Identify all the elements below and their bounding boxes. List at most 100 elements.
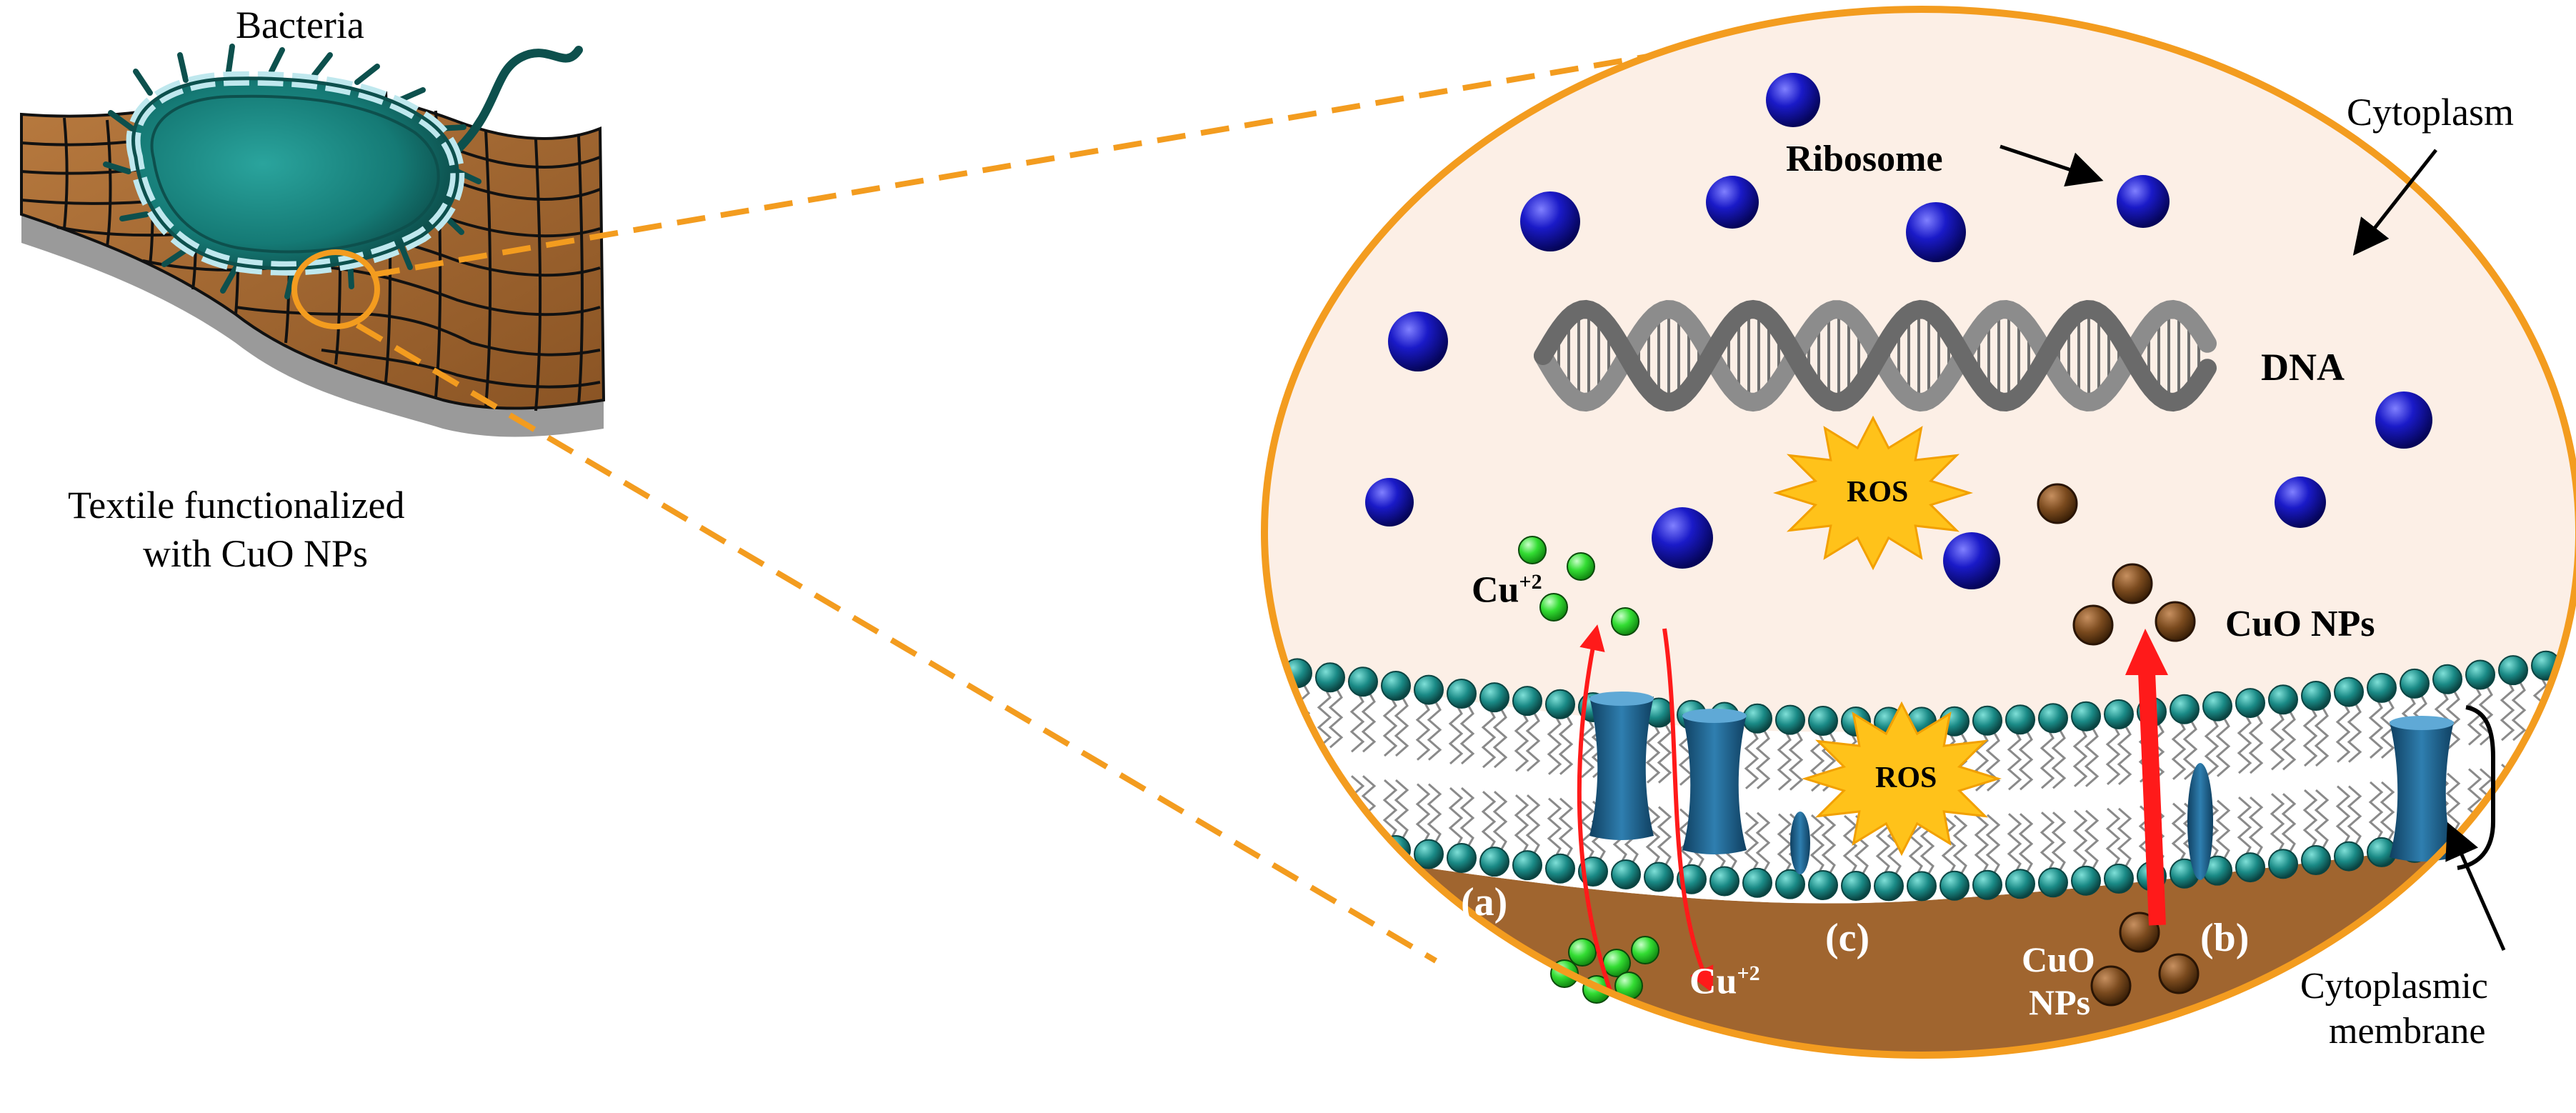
lipid-tail <box>2511 764 2527 825</box>
lipid-tail <box>2117 807 2132 869</box>
lipid-tail <box>2380 781 2395 843</box>
lipid-tail <box>1821 814 1837 876</box>
cuo-nanoparticle <box>2090 965 2132 1007</box>
lipid-tail <box>2150 805 2165 867</box>
lipid-head <box>2005 704 2035 735</box>
arrow-b-uptake <box>2125 629 2168 926</box>
lipid-tail <box>2007 729 2022 791</box>
lipid-tail <box>1361 691 1377 753</box>
ribosome <box>1766 73 1820 127</box>
cuo-nanoparticles <box>2037 483 2200 1007</box>
lipid-tail <box>2215 715 2231 777</box>
lipid-head <box>2038 867 2068 898</box>
bacterium-flagellum <box>453 46 583 154</box>
lipid-tail <box>1264 762 1278 824</box>
lipid-tail <box>1514 710 1529 772</box>
lipid-tail <box>2368 781 2384 843</box>
lipid-tail <box>2084 809 2100 872</box>
lipid-tail <box>2314 705 2330 767</box>
lipid-tail <box>1448 703 1464 765</box>
channel-3 <box>2390 722 2454 862</box>
membrane-channels <box>1589 692 2454 880</box>
lipid-tail <box>1744 728 1759 789</box>
cell-outline <box>1261 6 2576 1059</box>
cu-ion <box>1539 593 1568 622</box>
ribosome <box>1365 478 1414 526</box>
lipid-tail <box>1492 707 1508 769</box>
lipid-head <box>2235 688 2265 719</box>
lipid-head <box>1874 871 1904 902</box>
lipid-tail <box>2500 679 2515 742</box>
lipid-tail <box>1427 699 1442 761</box>
ribosomes <box>1365 73 2432 589</box>
lipid-head <box>1808 706 1838 737</box>
lipid-head <box>2531 814 2561 845</box>
label-textile-line2: with CuO NPs <box>143 532 369 575</box>
lipid-head <box>2005 869 2035 899</box>
lipid-tail <box>1941 814 1957 877</box>
lipid-tail <box>2314 789 2330 851</box>
channel-2 <box>1682 714 1747 854</box>
lipid-head <box>2268 849 2298 879</box>
lipid-head <box>1348 667 1378 697</box>
lipid-head <box>2268 684 2298 715</box>
cu-ion <box>1518 536 1547 564</box>
lipid-head <box>2498 655 2528 686</box>
lipid-tail <box>1492 791 1508 852</box>
ribosome <box>2275 476 2326 528</box>
lipid-tail <box>2532 759 2548 821</box>
lipid-tail <box>2248 796 2264 858</box>
lipid-tail <box>2302 705 2318 767</box>
lipid-tail <box>1558 797 1574 859</box>
lipid-tail <box>2040 812 2055 873</box>
lipid-head <box>1264 818 1279 849</box>
lipid-tail <box>2270 793 2285 854</box>
lipid-tail <box>1394 779 1409 841</box>
ribosome <box>1652 507 1713 569</box>
membrane-bracket <box>2457 705 2495 870</box>
lipid-head <box>1742 867 1772 898</box>
lipid-tail <box>1448 787 1464 849</box>
lipid-head <box>1315 827 1345 857</box>
lipid-head <box>2071 701 2101 732</box>
lipid-tail <box>2347 785 2362 847</box>
lipid-tail <box>1349 691 1365 753</box>
lipid-tail <box>1427 783 1442 845</box>
textile-shadow <box>21 214 604 437</box>
cuo-nanoparticle <box>2037 483 2078 524</box>
label-bacteria: Bacteria <box>236 4 364 46</box>
arrow-a-efflux <box>1577 624 1613 994</box>
label-cu-outside: Cu+2 <box>1689 961 1760 1002</box>
lipid-tail <box>2302 789 2318 851</box>
lipid-tail <box>1481 791 1497 852</box>
arrow-a-influx <box>1662 628 1714 994</box>
lipid-head <box>1907 871 1937 902</box>
lipid-head <box>2301 681 2331 712</box>
ros-burst-top <box>1772 415 1974 571</box>
zoom-circle <box>291 249 380 329</box>
lipid-tail <box>2204 715 2220 777</box>
lipid-tail <box>2544 759 2560 821</box>
lipid-tail <box>1459 787 1475 849</box>
cu-ion <box>1568 938 1597 967</box>
lipid-tail <box>2007 813 2022 874</box>
lipid-tail <box>1547 713 1562 775</box>
lipid-head <box>2334 841 2364 872</box>
lipid-head <box>1742 703 1772 734</box>
lipid-head <box>1414 674 1444 705</box>
lipid-head <box>2038 703 2068 734</box>
lipid-tail <box>2150 721 2165 783</box>
lipid-tail <box>1459 703 1475 765</box>
lipid-tail <box>1415 699 1431 761</box>
lipid-head <box>1479 682 1509 713</box>
textile-with-bacterium <box>20 44 606 437</box>
lipid-tail <box>1645 722 1661 784</box>
lipid-tail <box>2445 689 2461 750</box>
cu-ion <box>1611 607 1639 636</box>
channel-small-1 <box>1790 812 1810 874</box>
lipid-head <box>2498 819 2528 850</box>
ros-burst-membrane <box>1801 701 2002 857</box>
lipid-head <box>1414 839 1444 869</box>
lipid-tail <box>1264 678 1278 740</box>
lipid-tail <box>1547 797 1562 859</box>
